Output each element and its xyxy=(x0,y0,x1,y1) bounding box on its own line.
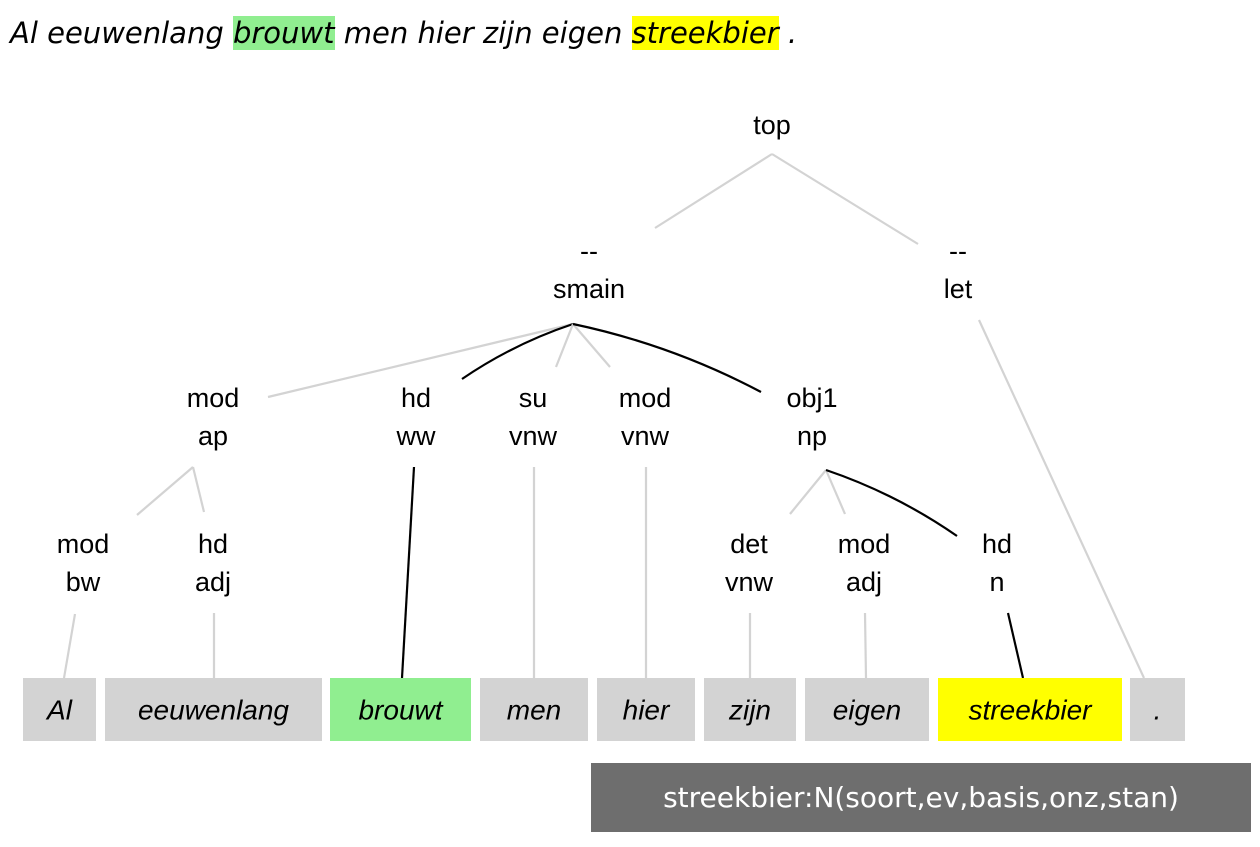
tree-edge-let-leaf8 xyxy=(978,319,1145,679)
leaf-box xyxy=(938,678,1122,741)
leaf-text: men xyxy=(507,695,561,726)
leaf-word[interactable]: . xyxy=(1130,678,1185,741)
leaf-text: eigen xyxy=(833,695,902,726)
leaf-text: . xyxy=(1154,695,1162,726)
leaf-word[interactable]: streekbier xyxy=(938,678,1122,741)
node-category-label: adj xyxy=(846,567,882,597)
tree-node-modvnw[interactable]: mod vnw xyxy=(619,383,672,451)
tree-edge-smain-su xyxy=(554,323,575,368)
node-relation-label: det xyxy=(730,529,768,559)
node-category-label: ap xyxy=(198,421,228,451)
node-category-label: adj xyxy=(195,567,231,597)
leaf-text: streekbier xyxy=(969,695,1094,726)
node-category-label: vnw xyxy=(621,421,670,451)
tree-node-ww[interactable]: hd ww xyxy=(396,383,436,451)
tree-edge-smain-np xyxy=(572,322,762,393)
sentence-word[interactable]: zijn xyxy=(482,16,533,50)
tree-edge-adj2-leaf6 xyxy=(863,612,868,679)
tree-edge-np-det xyxy=(789,469,827,515)
node-relation-label: mod xyxy=(57,529,110,559)
tree-edge-np-adj2 xyxy=(824,469,847,515)
node-relation-label: hd xyxy=(401,383,431,413)
node-category-label: ww xyxy=(396,421,436,451)
node-relation-label: su xyxy=(519,383,548,413)
leaf-box xyxy=(480,678,588,741)
leaf-word[interactable]: brouwt xyxy=(330,678,471,741)
sentence-word[interactable]: hier xyxy=(417,16,474,50)
node-relation-label: mod xyxy=(619,383,672,413)
tree-nodes: top -- smain -- let mod ap hd ww su vnw mod vnw obj1 n… xyxy=(57,110,1012,597)
leaf-text: eeuwenlang xyxy=(138,695,289,726)
tree-edge-smain-modvnw xyxy=(572,323,611,368)
leaf-box xyxy=(330,678,471,741)
node-relation-label: -- xyxy=(580,236,598,266)
tree-node-ap[interactable]: mod ap xyxy=(187,383,240,451)
leaf-text: hier xyxy=(623,695,671,726)
tree-node-adj2[interactable]: mod adj xyxy=(838,529,891,597)
sentence-word[interactable]: men xyxy=(343,16,409,50)
tree-edge-top-let xyxy=(771,153,919,245)
tree-edge-smain-ap xyxy=(267,322,574,399)
leaf-box xyxy=(105,678,322,741)
word-info-text: streekbier:N(soort,ev,basis,onz,stan) xyxy=(663,781,1179,814)
sentence-word[interactable]: eigen xyxy=(541,16,623,50)
leaf-word[interactable]: eeuwenlang xyxy=(105,678,322,741)
word-info-tooltip: streekbier:N(soort,ev,basis,onz,stan) xyxy=(591,763,1251,832)
tree-leaves: Al eeuwenlang brouwt men hier zijn eigen streek… xyxy=(23,678,1185,741)
leaf-box xyxy=(1130,678,1185,741)
leaf-box xyxy=(23,678,96,741)
tree-edge-smain-ww xyxy=(461,322,574,380)
leaf-word[interactable]: hier xyxy=(597,678,695,741)
tree-edge-ww-leaf2 xyxy=(400,466,416,679)
node-relation-label: obj1 xyxy=(786,383,837,413)
sentence-word[interactable]: eeuwenlang xyxy=(47,16,224,50)
tree-edge-np-n xyxy=(825,468,958,537)
node-relation-label: top xyxy=(753,110,791,140)
sentence-word[interactable]: brouwt xyxy=(232,16,335,50)
leaf-word[interactable]: men xyxy=(480,678,588,741)
tree-edge-top-smain xyxy=(654,153,773,229)
tree-node-adj1[interactable]: hd adj xyxy=(195,529,231,597)
leaf-word[interactable]: Al xyxy=(23,678,96,741)
tree-edge-ap-bw xyxy=(136,466,194,516)
tree-edge-ap-adj1 xyxy=(191,466,206,513)
node-category-label: smain xyxy=(553,274,625,304)
tree-edge-n-leaf7 xyxy=(1006,612,1025,679)
tree-node-np[interactable]: obj1 np xyxy=(786,383,837,451)
tree-node-su[interactable]: su vnw xyxy=(509,383,558,451)
node-category-label: let xyxy=(944,274,973,304)
tree-node-smain[interactable]: -- smain xyxy=(553,236,625,304)
sentence-word[interactable]: . xyxy=(787,16,798,50)
leaf-box xyxy=(805,678,929,741)
tree-node-n[interactable]: hd n xyxy=(982,529,1012,597)
node-category-label: n xyxy=(989,567,1004,597)
tree-node-det[interactable]: det vnw xyxy=(725,529,774,597)
sentence-word[interactable]: streekbier xyxy=(631,16,779,50)
leaf-text: zijn xyxy=(728,695,771,726)
leaf-box xyxy=(597,678,695,741)
leaf-text: Al xyxy=(45,695,73,726)
tree-node-let[interactable]: -- let xyxy=(944,236,973,304)
tree-node-bw[interactable]: mod bw xyxy=(57,529,110,597)
node-relation-label: hd xyxy=(198,529,228,559)
leaf-word[interactable]: eigen xyxy=(805,678,929,741)
node-category-label: np xyxy=(797,421,827,451)
leaf-box xyxy=(704,678,796,741)
leaf-word[interactable]: zijn xyxy=(704,678,796,741)
node-category-label: bw xyxy=(66,567,101,597)
node-relation-label: -- xyxy=(949,236,967,266)
tree-edges xyxy=(62,153,1145,679)
node-relation-label: hd xyxy=(982,529,1012,559)
tree-node-top[interactable]: top xyxy=(753,110,791,140)
tree-edge-bw-leaf0 xyxy=(62,613,77,679)
node-category-label: vnw xyxy=(725,567,774,597)
node-relation-label: mod xyxy=(187,383,240,413)
node-relation-label: mod xyxy=(838,529,891,559)
leaf-text: brouwt xyxy=(358,695,443,726)
node-category-label: vnw xyxy=(509,421,558,451)
sentence-word[interactable]: Al xyxy=(10,16,38,50)
sentence: Al eeuwenlang brouwt men hier zijn eigen… xyxy=(10,14,797,52)
